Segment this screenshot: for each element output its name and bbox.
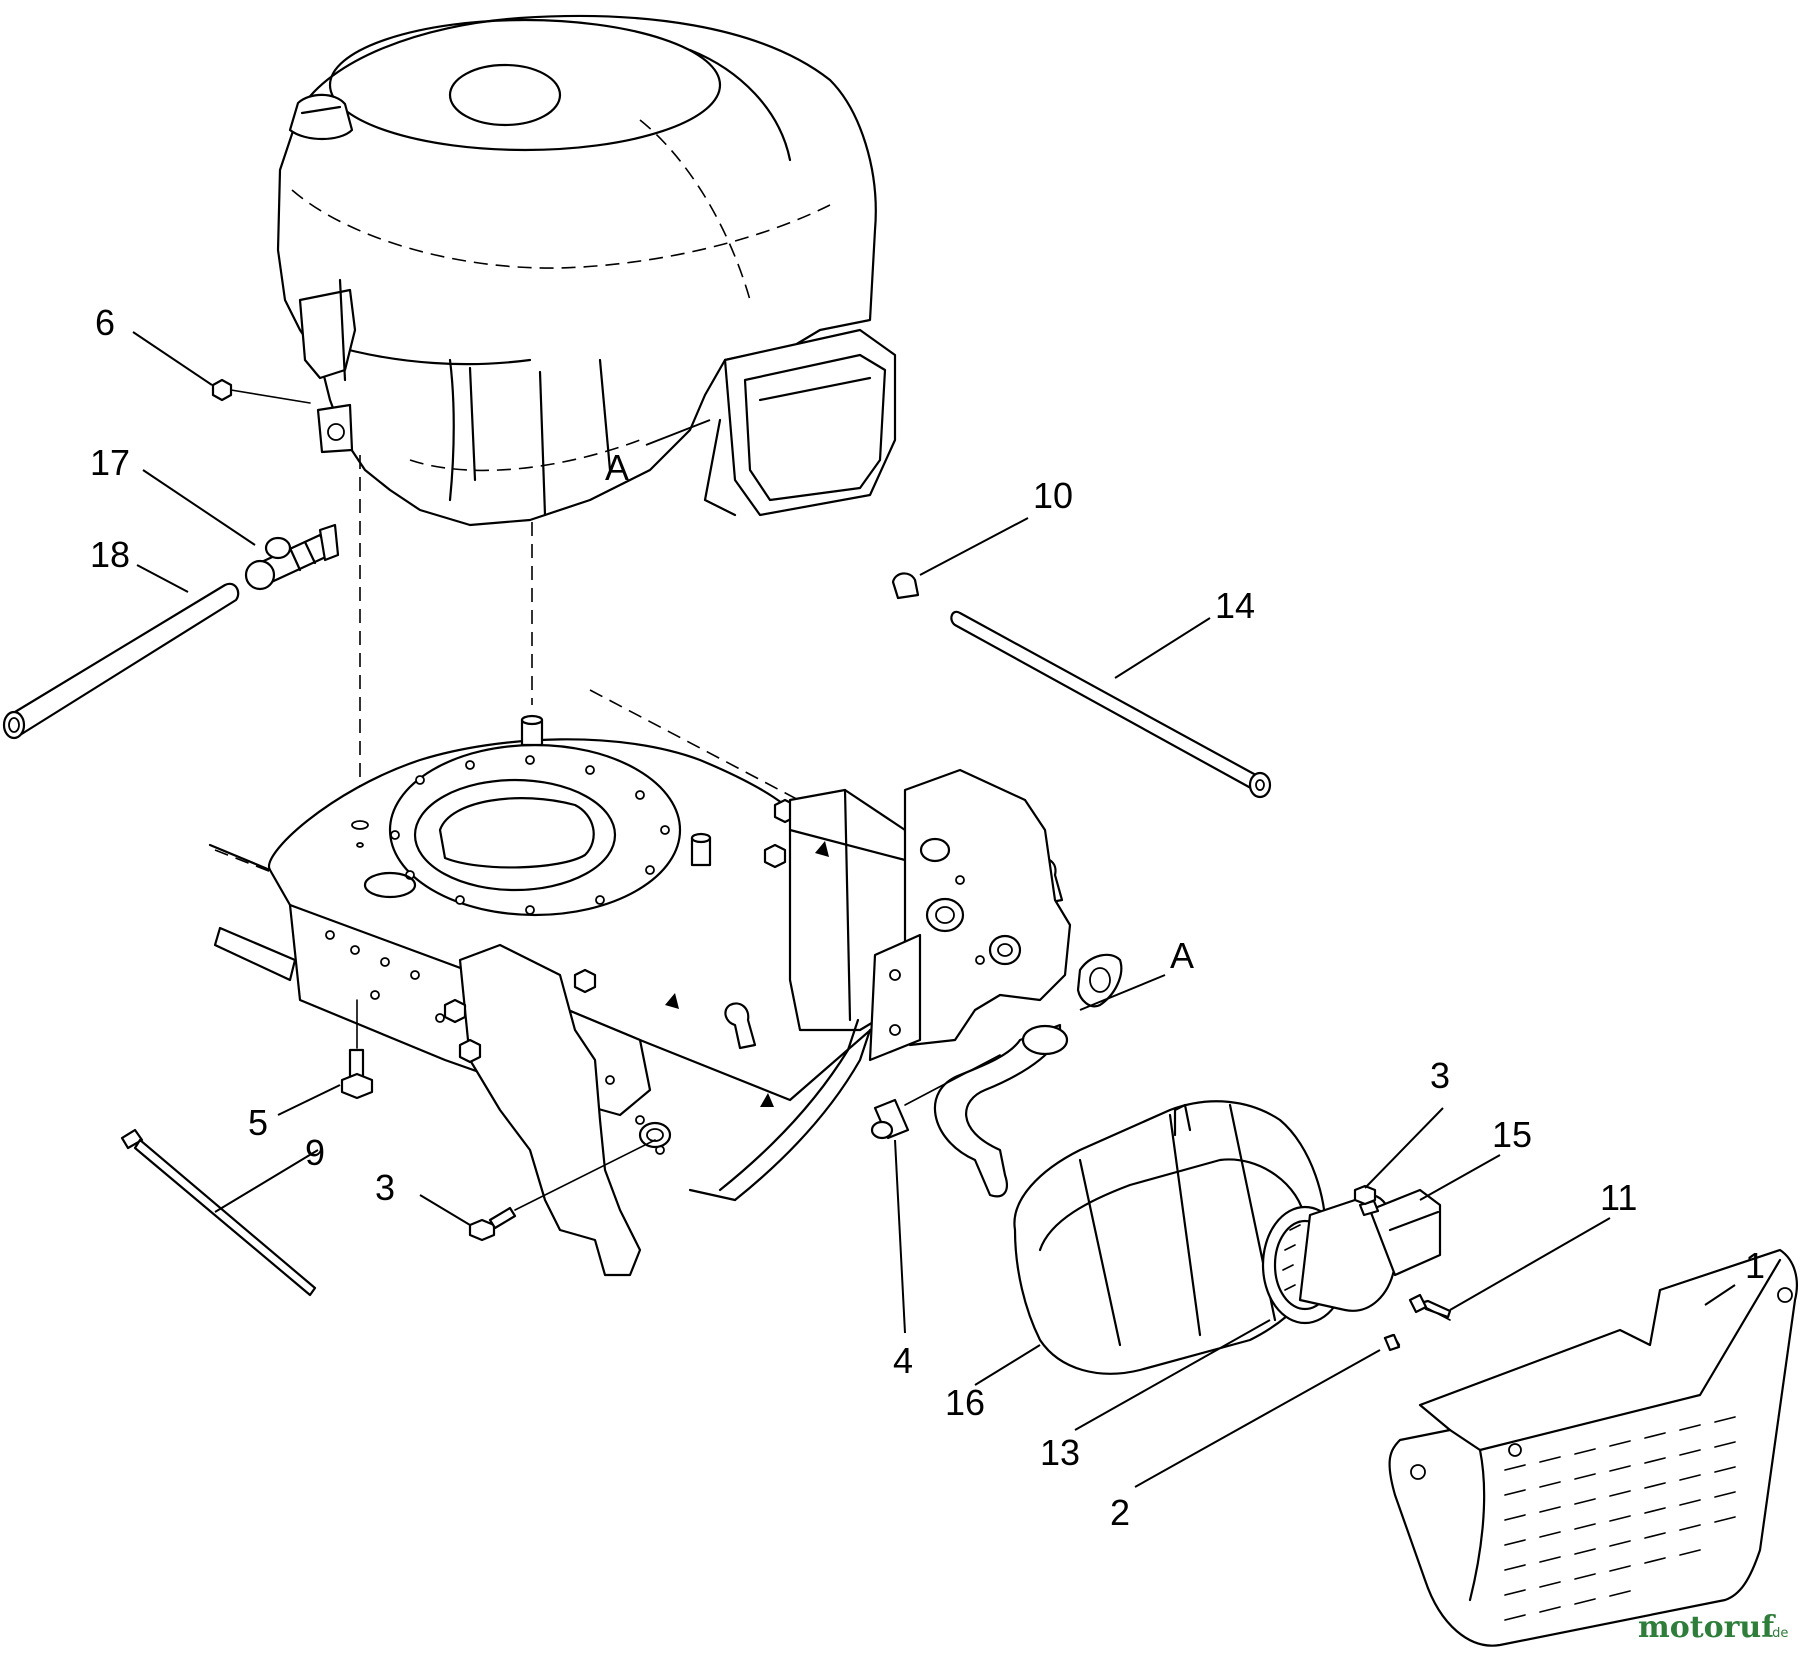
spacer-4 [870,1054,1001,1140]
cable-tie-9 [120,1128,317,1297]
hose-clamp-10 [891,572,920,600]
fuel-line [950,610,1272,799]
fuel-shutoff-valve [244,523,340,591]
screw-3-muffler [1353,1184,1377,1206]
bolt-3-frame [468,1139,656,1242]
callout-1: 1 [1745,1245,1765,1286]
callout-labels: 6 17 18 A 10 14 A 5 9 3 4 16 13 2 3 15 1… [90,302,1765,1533]
bolt-5 [340,999,374,1100]
callout-3-muffler: 3 [1430,1055,1450,1096]
heat-shield-vents [1504,1416,1736,1621]
screw-2 [1383,1333,1401,1352]
callout-leaders [132,331,1736,1488]
nut-6 [211,378,233,402]
svg-text:motoruf: motoruf [1638,1610,1776,1645]
callout-17: 17 [90,442,130,483]
watermark-logo: motoruf .de [1638,1610,1788,1645]
callout-5: 5 [248,1102,268,1143]
callout-18: 18 [90,534,130,575]
engine-assembly [276,14,897,527]
mount-ring-holes [390,755,670,915]
fuel-hose [2,582,240,740]
svg-text:.de: .de [1768,1626,1788,1641]
heat-shield [1388,1248,1798,1647]
callout-a-flange: A [1170,935,1194,976]
callout-11: 11 [1600,1177,1637,1218]
muffler-assembly [933,953,1452,1375]
tractor-frame [208,689,1072,1277]
callout-4: 4 [893,1340,913,1381]
callout-6: 6 [95,302,115,343]
callout-15: 15 [1492,1114,1532,1155]
callout-13: 13 [1040,1432,1080,1473]
callout-9: 9 [305,1132,325,1173]
callout-a-engine: A [605,447,629,488]
callout-10: 10 [1033,475,1073,516]
screw-11 [1408,1293,1451,1321]
callout-14: 14 [1215,585,1255,626]
callout-16: 16 [945,1382,985,1423]
callout-2: 2 [1110,1492,1130,1533]
callout-3-frame: 3 [375,1167,395,1208]
